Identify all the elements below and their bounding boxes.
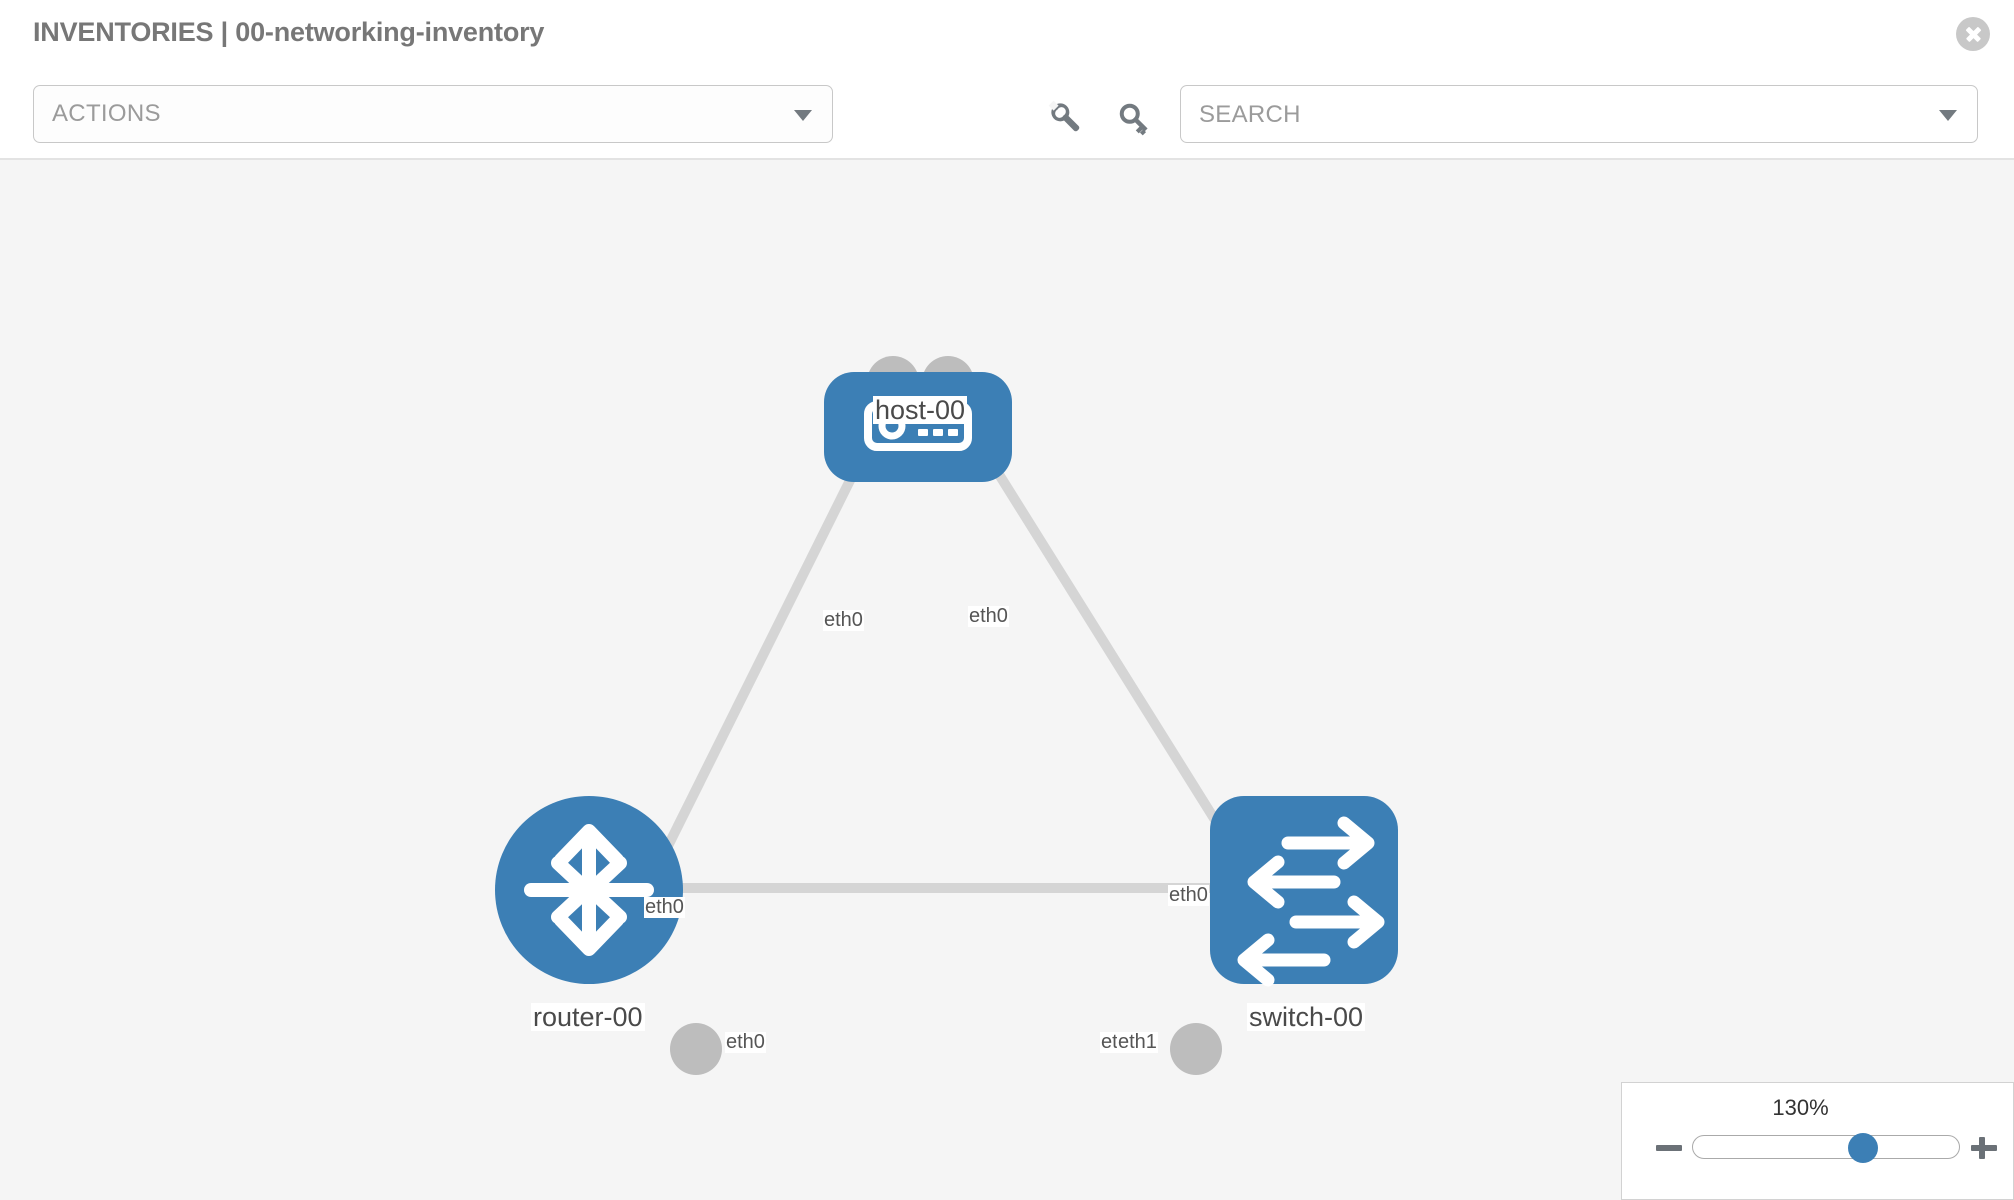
- iface-label: eth0: [644, 896, 685, 918]
- node-host-00[interactable]: [824, 372, 1012, 482]
- zoom-slider-thumb[interactable]: [1848, 1133, 1878, 1163]
- zoom-level-label: 130%: [1772, 1095, 1829, 1120]
- topology-graph: [495, 356, 1398, 1075]
- search-field[interactable]: [1180, 85, 1978, 144]
- actions-dropdown-label: ACTIONS: [52, 100, 161, 127]
- iface-label: eth0: [823, 609, 864, 631]
- page-title: INVENTORIES | 00-networking-inventory: [33, 17, 545, 47]
- topology-canvas[interactable]: host-00 router-00 switch-00 eth0 eth0 et…: [0, 160, 2014, 1200]
- iface-dot: [1170, 1023, 1222, 1075]
- chevron-down-icon[interactable]: [1939, 110, 1957, 121]
- iface-dot: [670, 1023, 722, 1075]
- node-router-00[interactable]: [495, 796, 683, 984]
- toolbar: ACTIONS: [0, 70, 2014, 160]
- key-icon[interactable]: [1114, 98, 1154, 138]
- iface-label: eth0: [968, 605, 1009, 627]
- zoom-in-button[interactable]: [1969, 1133, 1999, 1163]
- close-icon[interactable]: [1956, 17, 1990, 51]
- iface-label: eth0: [1168, 884, 1209, 906]
- router-icon: [524, 824, 654, 956]
- iface-label: eth1: [1117, 1031, 1158, 1053]
- node-label-switch-00: switch-00: [1247, 1002, 1366, 1032]
- zoom-slider-track[interactable]: [1692, 1135, 1960, 1159]
- switch-icon: [1237, 816, 1385, 987]
- page-header: INVENTORIES | 00-networking-inventory: [0, 0, 2014, 70]
- wrench-icon[interactable]: [1046, 98, 1086, 138]
- chevron-down-icon: [794, 110, 812, 121]
- iface-label: eth0: [725, 1031, 766, 1053]
- zoom-control-panel: 130%: [1621, 1082, 2014, 1200]
- search-input[interactable]: [1197, 86, 1901, 144]
- node-label-router-00: router-00: [531, 1002, 645, 1032]
- node-label-host-00: host-00: [873, 395, 968, 425]
- zoom-out-button[interactable]: [1654, 1133, 1684, 1163]
- node-switch-00[interactable]: [1210, 796, 1398, 987]
- actions-dropdown[interactable]: ACTIONS: [33, 85, 833, 143]
